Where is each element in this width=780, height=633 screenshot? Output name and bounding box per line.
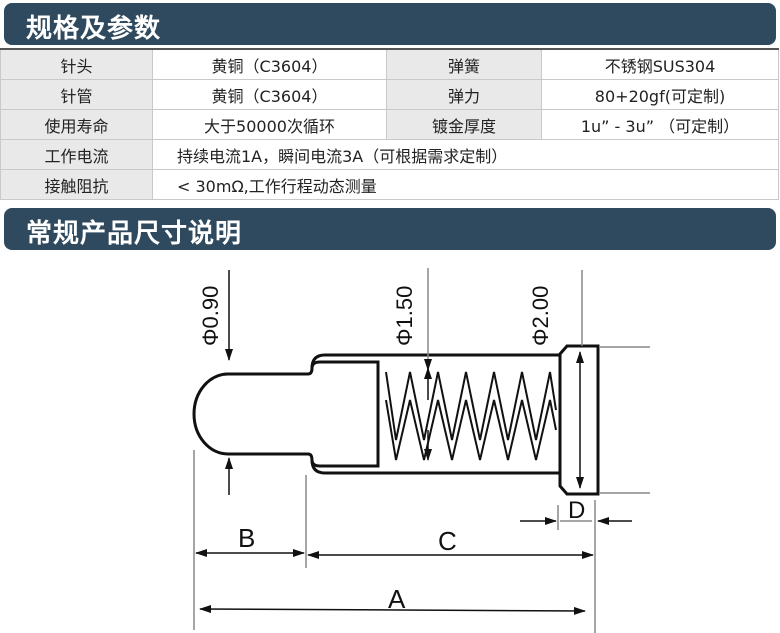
spec-label: 弹力	[386, 79, 542, 110]
barrel-diameter-label: Φ1.50	[392, 286, 417, 346]
pogo-pin-drawing: Φ0.90 Φ1.50 Φ2.00 B C A D	[192, 268, 650, 633]
spec-table: 针头 黄铜（C3604） 弹簧 不锈钢SUS304 针管 黄铜（C3604） 弹…	[0, 48, 779, 200]
spec-value: 80+20gf(可定制)	[541, 79, 779, 110]
dimension-lines	[193, 268, 650, 633]
spec-section-header: 规格及参数	[4, 3, 776, 45]
dimension-section-header: 常规产品尺寸说明	[4, 208, 776, 250]
spec-label: 弹簧	[386, 48, 542, 80]
dimension-a-label: A	[388, 584, 406, 614]
spec-label: 使用寿命	[0, 109, 153, 140]
spring	[385, 371, 557, 461]
dimension-d-label: D	[568, 497, 585, 524]
spec-label: 工作电流	[0, 139, 153, 170]
dimension-b-label: B	[238, 523, 255, 553]
spec-value: 黄铜（C3604）	[152, 48, 387, 80]
spec-value: 黄铜（C3604）	[152, 79, 387, 110]
spec-label: 镀金厚度	[386, 109, 542, 140]
dimension-c-label: C	[438, 526, 457, 556]
spec-value: 不锈钢SUS304	[541, 48, 779, 80]
spec-value: 1u” - 3u” （可定制）	[541, 109, 779, 140]
spec-value: < 30mΩ,工作行程动态测量	[152, 169, 779, 200]
spec-value: 大于50000次循环	[152, 109, 387, 140]
spec-label: 针头	[0, 48, 153, 80]
table-row: 接触阻抗 < 30mΩ,工作行程动态测量	[0, 169, 779, 200]
table-row: 针管 黄铜（C3604） 弹力 80+20gf(可定制)	[0, 79, 779, 110]
table-row: 针头 黄铜（C3604） 弹簧 不锈钢SUS304	[0, 48, 779, 80]
flange-diameter-label: Φ2.00	[528, 286, 553, 346]
pin-body	[192, 344, 600, 496]
table-row: 使用寿命 大于50000次循环 镀金厚度 1u” - 3u” （可定制）	[0, 109, 779, 140]
spec-label: 接触阻抗	[0, 169, 153, 200]
tip-diameter-label: Φ0.90	[198, 286, 223, 346]
spec-section-title: 规格及参数	[26, 14, 162, 44]
dimension-section-title: 常规产品尺寸说明	[26, 219, 243, 249]
spec-label: 针管	[0, 79, 153, 110]
spec-value: 持续电流1A，瞬间电流3A（可根据需求定制）	[152, 139, 779, 170]
table-row: 工作电流 持续电流1A，瞬间电流3A（可根据需求定制）	[0, 139, 779, 170]
